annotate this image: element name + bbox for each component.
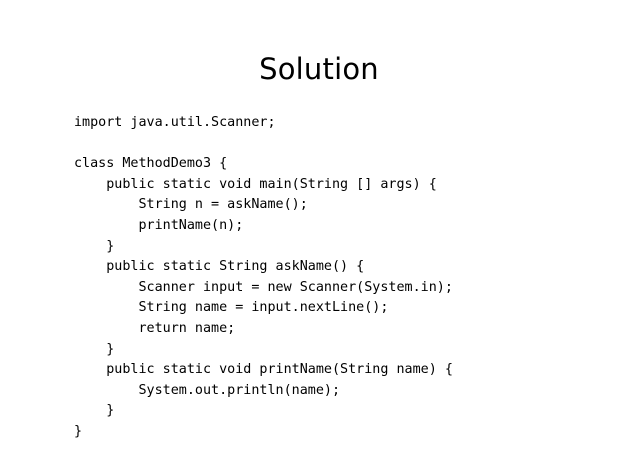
code-line: String name = input.nextLine(); xyxy=(74,300,389,316)
code-line: Scanner input = new Scanner(System.in); xyxy=(74,279,453,295)
code-line: printName(n); xyxy=(74,217,244,233)
code-line: String n = askName(); xyxy=(74,197,308,213)
page-title: Solution xyxy=(259,52,379,86)
code-line: class MethodDemo3 { xyxy=(74,156,228,172)
code-line: System.out.println(name); xyxy=(74,382,341,398)
code-line: } xyxy=(74,341,115,357)
code-line: } xyxy=(74,238,115,254)
code-line xyxy=(74,134,594,155)
code-line: public static String askName() { xyxy=(74,259,365,275)
code-line: return name; xyxy=(74,320,236,336)
code-line: } xyxy=(74,403,115,419)
code-block: import java.util.Scanner; class MethodDem… xyxy=(74,113,594,443)
code-line: public static void printName(String name… xyxy=(74,362,453,378)
code-line: public static void main(String [] args) … xyxy=(74,176,437,192)
code-line: import java.util.Scanner; xyxy=(74,115,276,130)
code-line: } xyxy=(74,423,83,439)
